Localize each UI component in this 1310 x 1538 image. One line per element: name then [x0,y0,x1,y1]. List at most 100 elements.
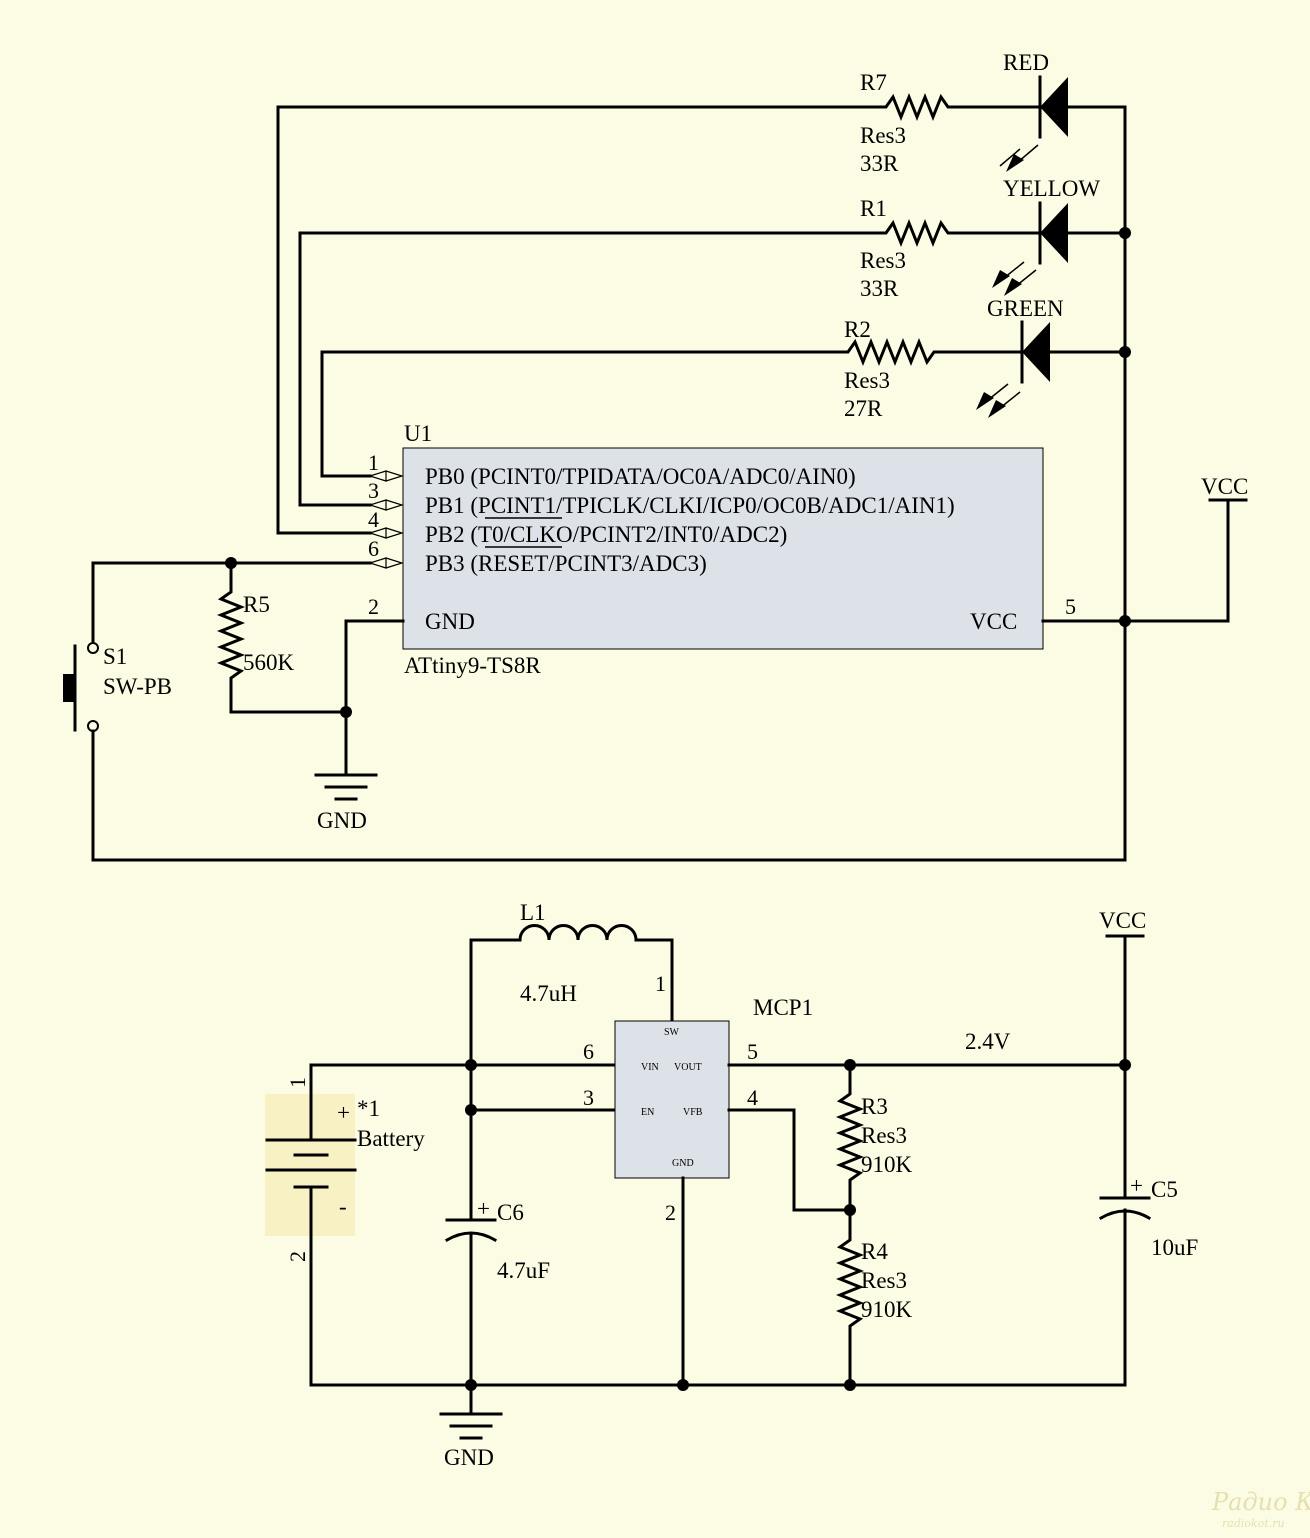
junction-dot [1119,1059,1131,1071]
led-yellow [992,201,1127,296]
pb0-wire [320,350,838,478]
r4-type: Res3 [861,1268,907,1293]
r2-value: 27R [844,396,883,421]
c5-value: 10uF [1151,1235,1198,1260]
resistor-r3 [835,1063,865,1212]
pb2-wire [276,105,852,535]
inductor-l1 [469,924,674,1067]
c5-plus: + [1130,1173,1143,1198]
u1-gnd-wire [344,619,405,775]
resistor-r5 [216,561,348,714]
r3-ref: R3 [861,1094,888,1119]
c6-value: 4.7uF [497,1258,550,1283]
u1-pin-name: PB2 (T0/CLKO/PCINT2/INT0/ADC2) [425,522,787,547]
battery-pin-neg: 2 [285,1251,310,1262]
resistor-r4 [835,1208,865,1387]
junction-dot [844,1379,856,1391]
watermark-url: radiokot.ru [1222,1517,1285,1530]
battery-plus: + [337,1100,350,1125]
u1-pin-num: 2 [368,594,379,619]
watermark-logo: Радио КОТ [1211,1488,1310,1516]
output-voltage-label: 2.4V [965,1029,1011,1054]
resistor-r1 [848,218,1042,248]
junction-dot [465,1104,477,1116]
mcp1-pin-num: 2 [665,1200,676,1225]
r2-ref: R2 [844,317,871,342]
mcp1-pin-num: 3 [583,1085,594,1110]
mcp1-pin-name-vin: VIN [641,1062,659,1073]
led-red-label: RED [1003,50,1049,75]
gnd-label-top: GND [317,808,367,833]
junction-dot [340,706,352,718]
mcp1-pin-num: 4 [747,1085,758,1110]
u1-pin-num: 1 [368,450,379,475]
u1-vcc-wire [1041,498,1230,623]
mcp1-pin-num: 6 [583,1039,594,1064]
battery-symbol [265,1106,357,1387]
mcp1-pin-name-vfb: VFB [683,1107,703,1118]
capacitor-c5 [1098,1063,1152,1387]
mcp1-pin-name-en: EN [641,1107,654,1118]
r3-value: 910K [861,1152,913,1177]
u1-pin-num: 5 [1065,594,1076,619]
r1-value: 33R [860,276,899,301]
u1-ref: U1 [404,421,432,446]
capacitor-c6 [444,1218,498,1243]
resistor-r2 [834,337,1024,367]
vfb-wire [727,1108,852,1212]
gnd-label-bottom: GND [444,1445,494,1470]
battery-label: Battery [357,1126,425,1151]
junction-dot [465,1379,477,1391]
c5-ref: C5 [1151,1177,1178,1202]
c6-plus: + [477,1196,490,1221]
r1-type: Res3 [860,248,906,273]
pushbutton-s1 [63,642,99,862]
battery-ref: *1 [357,1096,380,1121]
vcc-label-bottom: VCC [1099,908,1146,933]
u1-part: ATtiny9-TS8R [404,653,541,678]
pb1-wire [298,231,852,507]
mcp1-ref: MCP1 [753,995,813,1020]
led-yellow-label: YELLOW [1003,176,1100,201]
mcp1-pin-name-vout: VOUT [674,1062,702,1073]
u1-pin-name: PB1 (PCINT1/TPICLK/CLKI/ICP0/OC0B/ADC1/A… [425,493,955,518]
r7-type: Res3 [860,123,906,148]
c6-ref: C6 [497,1200,524,1225]
r4-value: 910K [861,1297,913,1322]
vin-wire [309,1063,617,1110]
junction-dot [1119,346,1131,358]
led-green [976,320,1127,418]
junction-dot [1119,227,1131,239]
u1-pin-name: PB0 (PCINT0/TPIDATA/OC0A/ADC0/AIN0) [425,464,856,489]
r5-ref: R5 [243,592,270,617]
junction-dot [225,557,237,569]
l1-ref: L1 [520,900,546,925]
u1-pin-num: 4 [368,507,379,532]
u1-pin-num: 3 [368,478,379,503]
junction-dot [465,1059,477,1071]
u1-pin-num: 6 [368,536,379,561]
r4-ref: R4 [861,1239,888,1264]
battery-pin-pos: 1 [285,1077,310,1088]
mcp1-pin-num: 5 [747,1039,758,1064]
gnd-symbol-top [314,773,378,801]
u1-pin-name: VCC [970,609,1017,634]
r2-type: Res3 [844,368,890,393]
pin6-wire [91,561,372,647]
u1-pin-name: PB3 (RESET/PCINT3/ADC3) [425,551,707,576]
battery-minus: - [339,1194,347,1219]
vcc-label-top: VCC [1201,474,1248,499]
junction-dot [844,1059,856,1071]
r5-value: 560K [243,650,295,675]
u1-chip-body [402,447,1044,650]
l1-value: 4.7uH [520,981,577,1006]
u1-pin-name: GND [425,609,475,634]
s1-type: SW-PB [103,674,172,699]
led-red [999,75,1127,172]
resistor-r7 [848,92,1042,122]
r1-ref: R1 [860,196,887,221]
mcp1-pin-name-gnd: GND [672,1158,694,1169]
r7-ref: R7 [860,70,887,95]
gnd-symbol-bottom [439,1412,503,1440]
pin-io-markers [367,470,405,569]
